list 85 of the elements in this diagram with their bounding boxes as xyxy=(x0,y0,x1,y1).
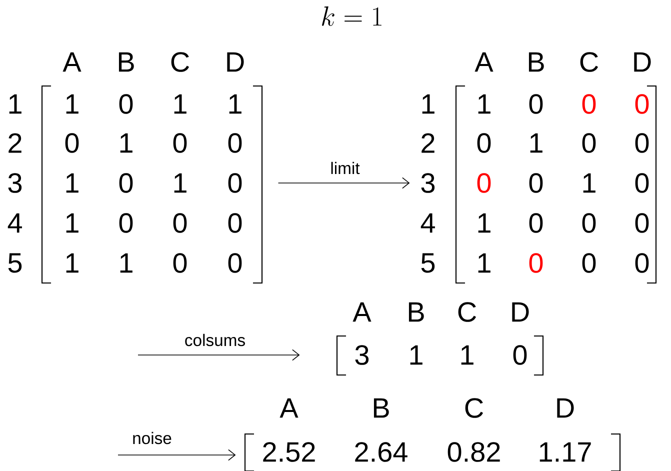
column-label: D xyxy=(634,52,651,72)
matrix-entry: 1 xyxy=(66,94,78,114)
matrix-entry: 1 xyxy=(66,253,78,273)
matrix-entry: 0 xyxy=(513,345,527,365)
matrix-entry: 0.82 xyxy=(448,442,500,462)
column-label: D xyxy=(512,302,529,322)
matrix-entry: 1 xyxy=(478,213,490,233)
row-label: 1 xyxy=(9,94,22,114)
matrix-entry: 1 xyxy=(120,133,132,153)
matrix-entry: 0 xyxy=(582,133,596,153)
matrix-entry: 1 xyxy=(120,253,132,273)
matrix-entry: 0 xyxy=(119,213,133,233)
matrix-entry: 0 xyxy=(635,94,649,114)
matrix-entry: 3 xyxy=(355,345,369,365)
column-label: C xyxy=(580,52,598,72)
matrix-entry: 0 xyxy=(119,173,133,193)
matrix-entry: 1 xyxy=(66,213,78,233)
matrix-entry: 1 xyxy=(66,173,78,193)
column-label: A xyxy=(352,302,372,322)
row-label: 3 xyxy=(8,173,22,193)
row-label: 4 xyxy=(420,213,435,233)
matrix-entry: 2.64 xyxy=(355,442,408,462)
matrix-entry: 1 xyxy=(478,253,490,273)
column-label: B xyxy=(408,302,424,322)
column-label: B xyxy=(118,52,134,72)
row-label: 1 xyxy=(422,94,434,114)
column-label: B xyxy=(528,52,544,72)
column-label: A xyxy=(280,398,298,418)
column-label: B xyxy=(374,398,389,418)
row-label: 5 xyxy=(421,253,435,273)
matrix xyxy=(336,302,544,376)
matrix-entry: 0 xyxy=(635,253,649,273)
arrow xyxy=(138,349,300,361)
column-label: A xyxy=(62,52,82,72)
matrix-entry: 1 xyxy=(174,94,186,114)
edge-label: colsums xyxy=(185,334,245,346)
matrix-entry: 0 xyxy=(529,173,543,193)
row-label: 5 xyxy=(8,253,22,273)
column-label: C xyxy=(458,302,476,322)
matrix-entry: 1 xyxy=(229,94,242,114)
matrix-entry: 0 xyxy=(173,133,187,153)
column-label: A xyxy=(474,52,494,72)
matrix-entry: 1 xyxy=(530,133,542,153)
row-label: 4 xyxy=(8,213,22,233)
column-label: D xyxy=(557,398,574,418)
matrix xyxy=(420,52,657,284)
edge-label: limit xyxy=(331,162,360,174)
matrix-entry: 1 xyxy=(478,94,490,114)
edge-label: noise xyxy=(133,432,172,444)
matrix-entry: 0 xyxy=(477,133,491,153)
matrix-entry: 0 xyxy=(228,173,242,193)
matrix xyxy=(244,398,621,471)
matrix-entry: 0 xyxy=(529,94,543,114)
matrix-entry: 0 xyxy=(228,213,242,233)
matrix-entry: 0 xyxy=(65,133,79,153)
matrix-entry: 1 xyxy=(410,345,422,365)
column-label: C xyxy=(465,398,484,418)
matrix-entry: 1 xyxy=(461,345,474,365)
matrix-entry: 0 xyxy=(529,253,543,273)
row-label: 2 xyxy=(422,133,434,153)
matrix-entry: 2.52 xyxy=(263,442,315,462)
matrix-entry: 1 xyxy=(583,173,596,193)
matrix-entry: 0 xyxy=(119,94,133,114)
arrow xyxy=(278,177,410,189)
matrix-entry: 0 xyxy=(173,253,187,273)
matrix-entry: 0 xyxy=(529,213,543,233)
row-label: 3 xyxy=(421,173,435,193)
column-label: D xyxy=(227,52,244,72)
matrix xyxy=(8,52,263,284)
matrix-entry: 0 xyxy=(635,133,649,153)
matrix-entry: 0 xyxy=(582,94,596,114)
matrix-entry: 0 xyxy=(635,213,649,233)
matrix-entry: 0 xyxy=(582,253,596,273)
arrow xyxy=(118,449,236,461)
matrix-entry: 0 xyxy=(477,173,491,193)
column-label: C xyxy=(171,52,190,72)
matrix-entry: 0 xyxy=(635,173,649,193)
matrix-entry: 0 xyxy=(228,133,242,153)
title: $k = 1$ xyxy=(322,6,382,26)
matrix-entry: 1.17 xyxy=(540,442,591,462)
matrix-entry: 0 xyxy=(582,213,596,233)
matrix-entry: 0 xyxy=(173,213,187,233)
matrix-entry: 1 xyxy=(174,173,186,193)
matrix-entry: 0 xyxy=(228,253,242,273)
row-label: 2 xyxy=(8,133,22,153)
